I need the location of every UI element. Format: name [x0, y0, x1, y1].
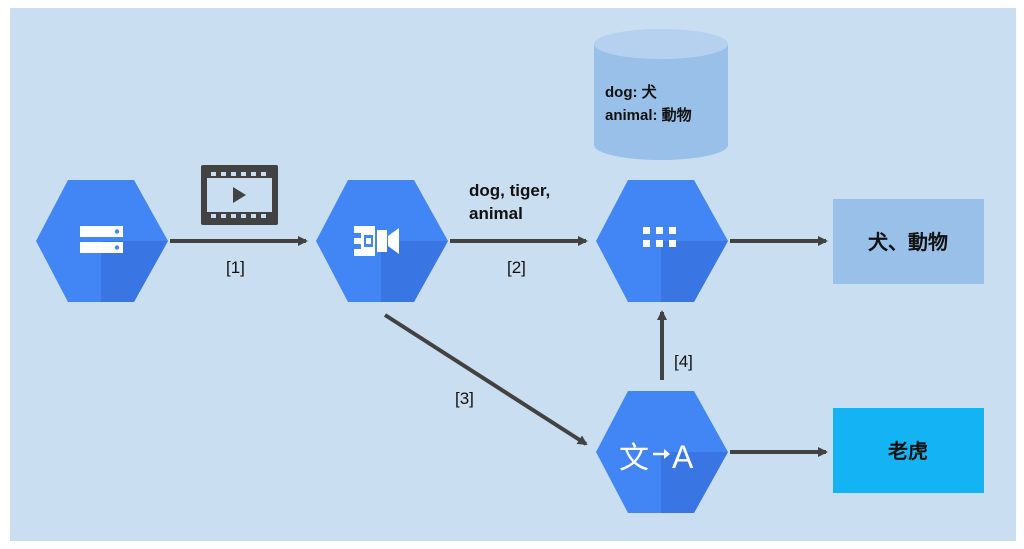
apps-grid-icon: [643, 227, 676, 247]
translate-icon: 文 A: [619, 439, 694, 476]
output-translation-text: 老虎: [888, 439, 928, 463]
output-box-dictionary: 犬、動物: [833, 199, 984, 284]
edge-label-4: [4]: [674, 352, 693, 371]
detected-labels-line-2: animal: [469, 204, 523, 223]
node-video-intelligence: [316, 180, 448, 302]
edge-label-3: [3]: [455, 389, 474, 408]
edge-label-1: [1]: [226, 258, 245, 277]
detected-labels-line-1: dog, tiger,: [469, 181, 550, 200]
node-translate: 文 A: [596, 391, 728, 513]
translate-icon-glyph-target: A: [672, 439, 694, 475]
video-film-icon: [201, 165, 278, 225]
output-box-translation: 老虎: [833, 408, 984, 493]
node-datastore: [596, 180, 728, 302]
storage-icon: [80, 226, 123, 253]
video-intelligence-icon: [354, 226, 399, 256]
translate-icon-glyph-source: 文: [619, 441, 649, 476]
database-cylinder: dog: 犬 animal: 動物: [594, 29, 728, 160]
output-dictionary-text: 犬、動物: [868, 230, 948, 254]
hexagon-shadow: [101, 241, 168, 302]
database-entry-animal: animal: 動物: [605, 106, 692, 124]
edge-3-arrow: [383, 313, 588, 446]
hexagon-shadow: [661, 452, 728, 513]
node-storage: [36, 180, 168, 302]
hexagon-shadow: [381, 241, 448, 302]
edge-label-2: [2]: [507, 258, 526, 277]
edges: [170, 236, 828, 457]
database-entry-dog: dog: 犬: [605, 83, 658, 101]
hexagon-shadow: [661, 241, 728, 302]
